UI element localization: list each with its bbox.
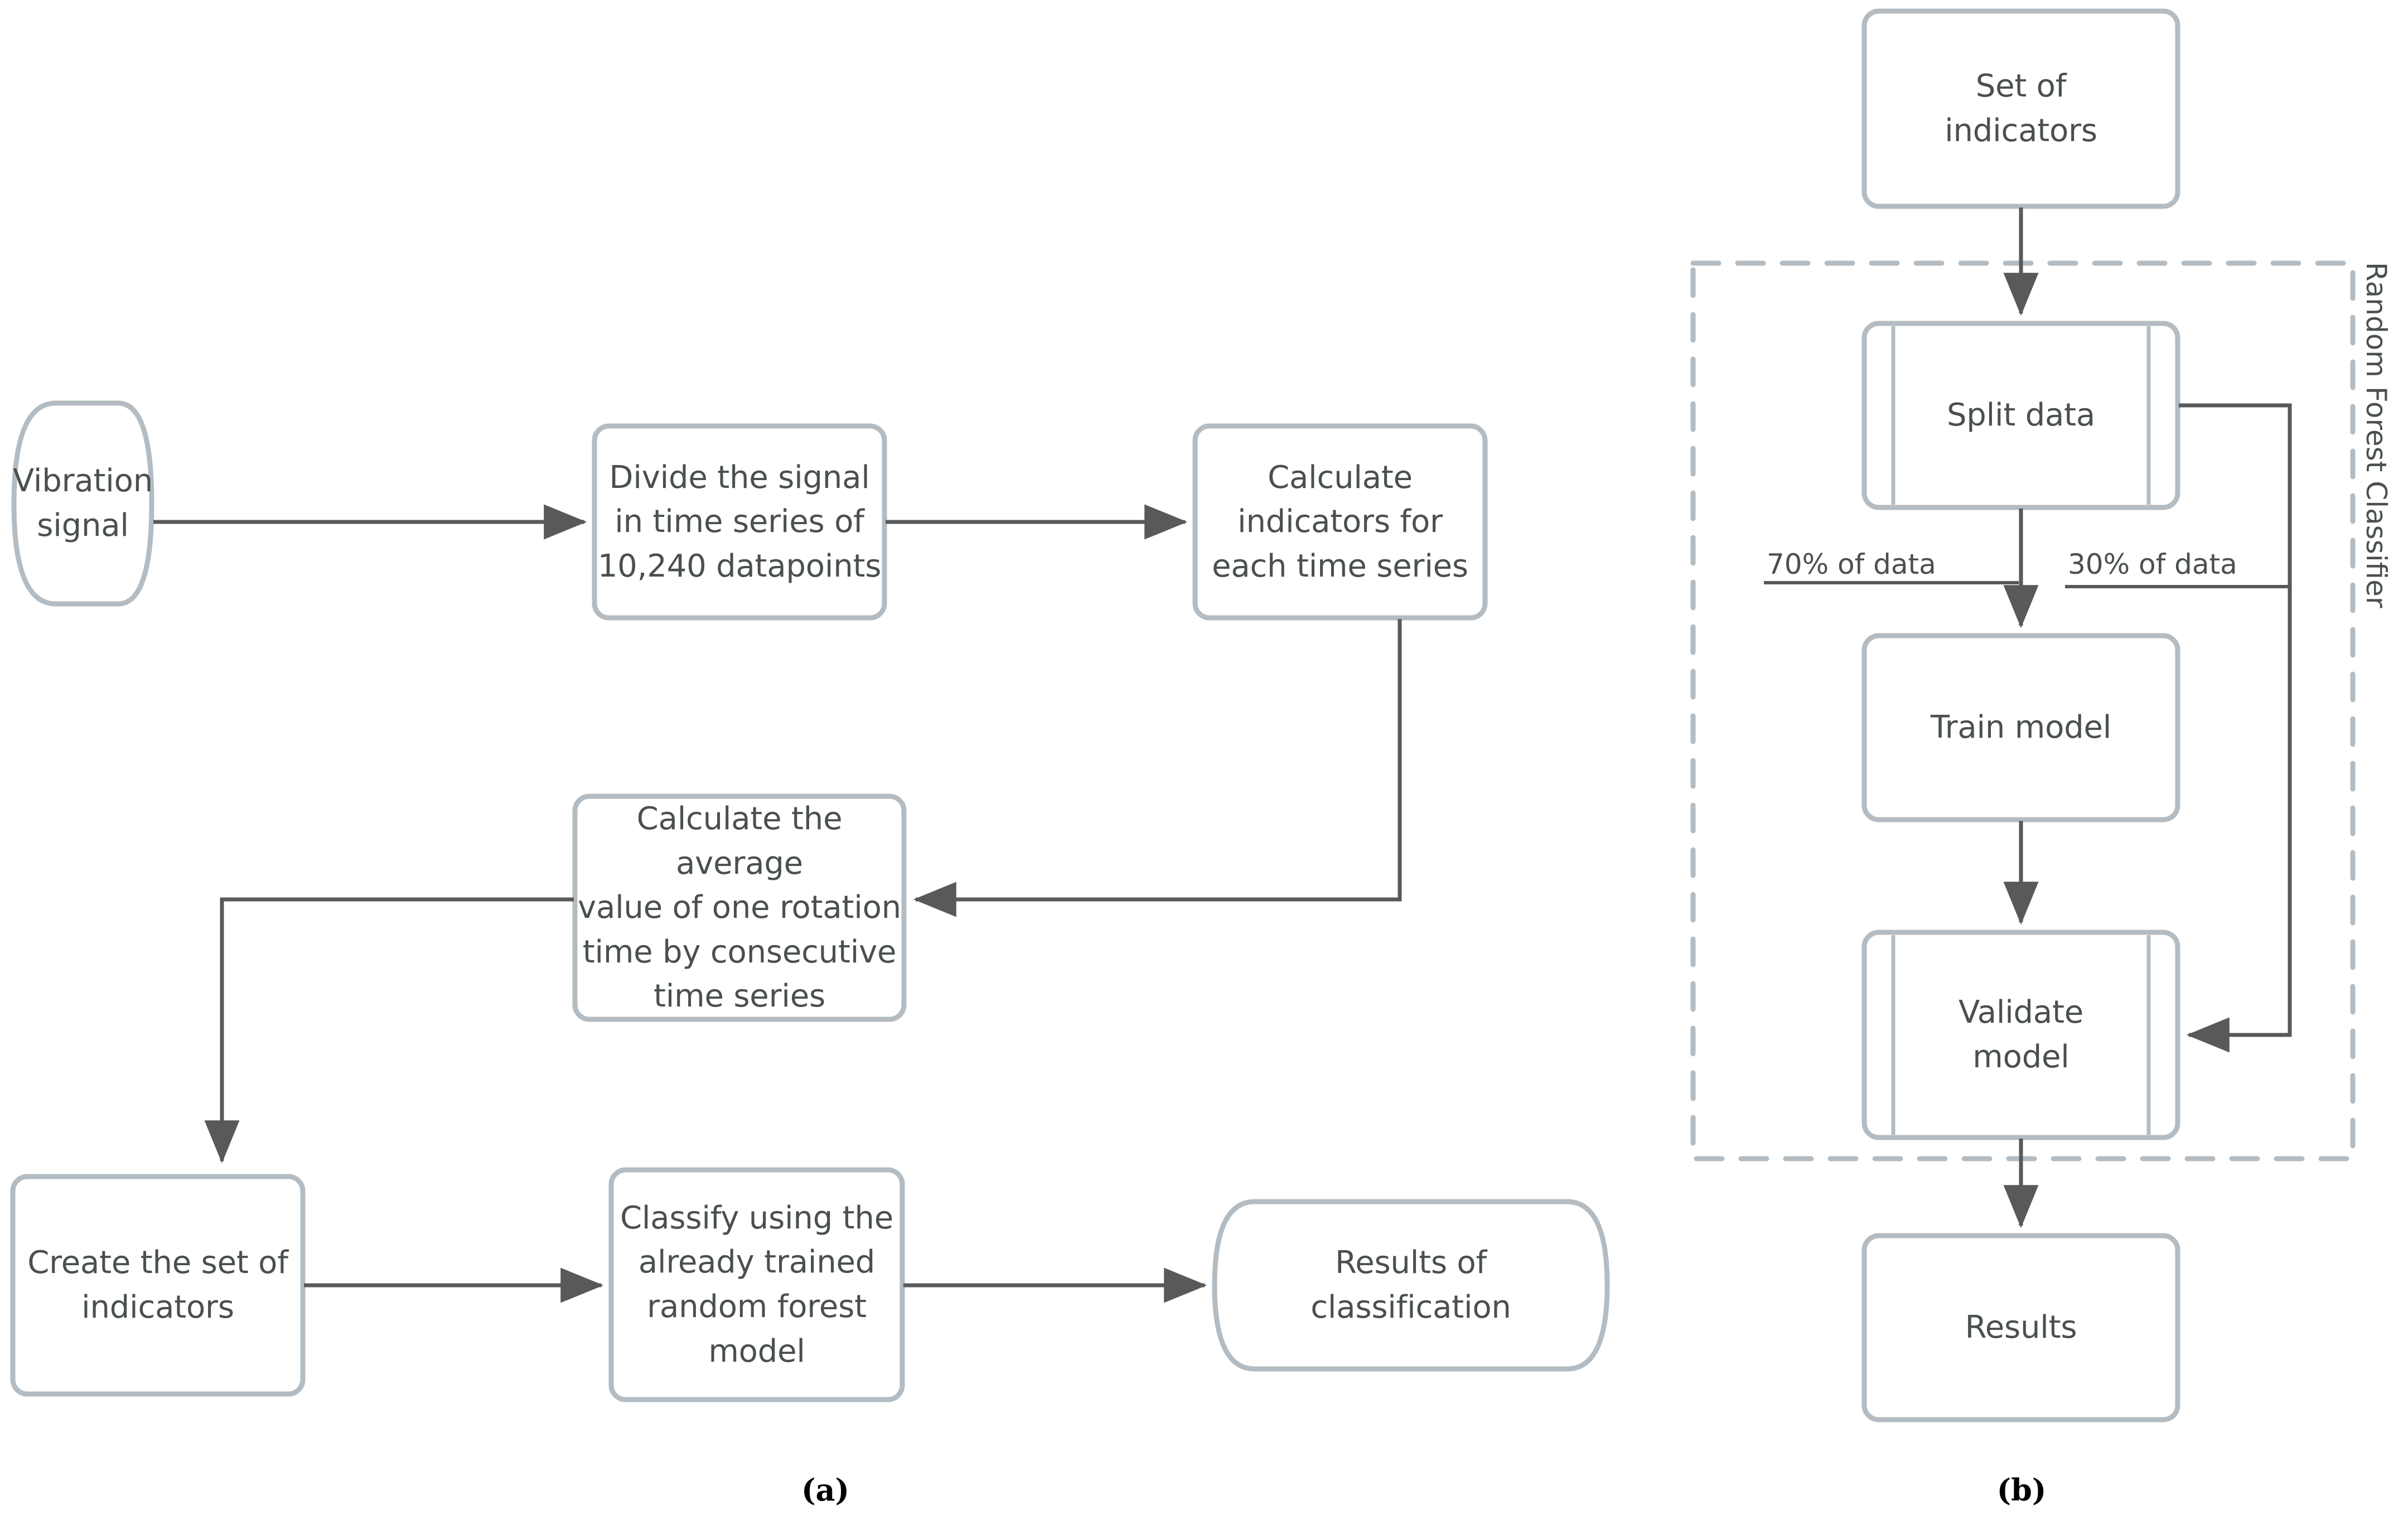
group-label-random-forest-classifier: Random Forest Classifier (2360, 262, 2392, 608)
arrow-average-to-createset (204, 897, 574, 1164)
panel-caption-b: (b) (1996, 1472, 2047, 1508)
panel-b-connectors (1764, 207, 2292, 1228)
node-calculate-indicators[interactable] (1192, 423, 1488, 621)
edge-label-30-percent: 30% of data (2068, 548, 2237, 580)
node-vibration-signal[interactable] (11, 400, 154, 607)
node-results-of-classification[interactable] (1212, 1199, 1610, 1372)
node-train-model[interactable] (1861, 633, 2180, 822)
panel-caption-a: (a) (801, 1472, 850, 1508)
node-divide-signal[interactable] (592, 423, 887, 621)
edge-label-70-percent: 70% of data (1767, 548, 1936, 580)
node-results[interactable] (1861, 1233, 2180, 1422)
node-classify-trained-model[interactable] (608, 1167, 905, 1402)
node-split-data[interactable] (1861, 321, 2180, 510)
node-calculate-average[interactable] (572, 793, 907, 1022)
node-validate-model[interactable] (1861, 930, 2180, 1140)
arrow-split-to-validate-30pct (2179, 403, 2292, 1053)
panel-a-connectors (153, 504, 1402, 1303)
node-create-set-of-indicators[interactable] (10, 1174, 306, 1397)
node-set-of-indicators[interactable] (1861, 8, 2180, 209)
arrow-calcind-to-average (913, 619, 1402, 917)
